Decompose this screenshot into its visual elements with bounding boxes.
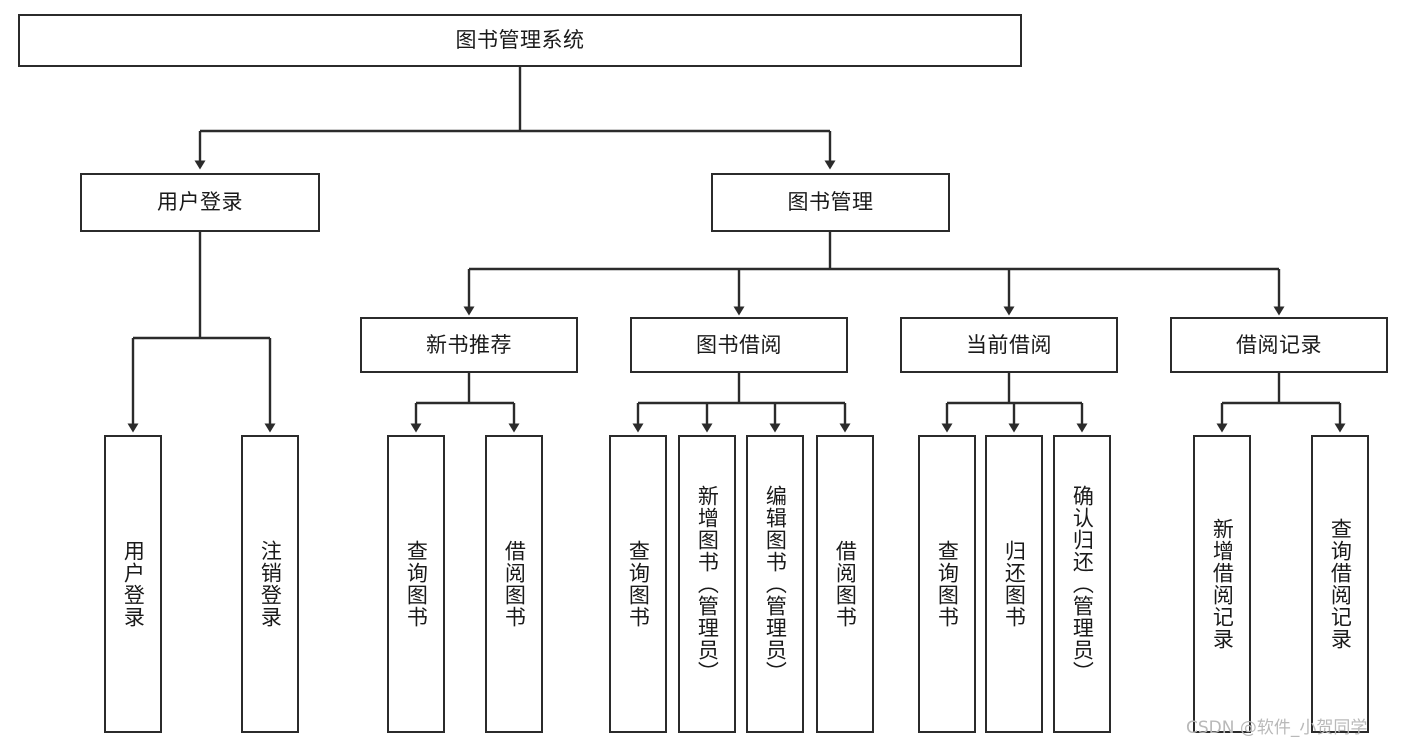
node-label: 当前借阅 xyxy=(966,332,1052,357)
node-leaf-query-book-borrow[interactable]: 查询图书 xyxy=(609,435,667,733)
node-label: 确认归还（管理员） xyxy=(1070,485,1095,683)
node-leaf-confirm-return-admin[interactable]: 确认归还（管理员） xyxy=(1053,435,1111,733)
node-label: 注销登录 xyxy=(258,540,283,628)
watermark-text: CSDN @软件_小贺同学 xyxy=(1186,718,1368,738)
node-leaf-borrow-book-recommend[interactable]: 借阅图书 xyxy=(485,435,543,733)
node-label: 借阅图书 xyxy=(833,540,858,628)
node-user-login[interactable]: 用户登录 xyxy=(80,173,320,232)
node-leaf-borrow-book[interactable]: 借阅图书 xyxy=(816,435,874,733)
node-label: 查询图书 xyxy=(404,540,429,628)
node-label: 新书推荐 xyxy=(426,332,512,357)
node-label: 查询图书 xyxy=(626,540,651,628)
node-current-borrow[interactable]: 当前借阅 xyxy=(900,317,1118,373)
node-label: 查询借阅记录 xyxy=(1328,518,1353,650)
node-leaf-query-book-current[interactable]: 查询图书 xyxy=(918,435,976,733)
node-leaf-query-borrow-record[interactable]: 查询借阅记录 xyxy=(1311,435,1369,733)
node-label: 借阅记录 xyxy=(1236,332,1322,357)
node-leaf-add-book-admin[interactable]: 新增图书（管理员） xyxy=(678,435,736,733)
node-label: 用户登录 xyxy=(157,190,243,215)
node-book-borrow[interactable]: 图书借阅 xyxy=(630,317,848,373)
node-book-management[interactable]: 图书管理 xyxy=(711,173,950,232)
node-label: 图书管理系统 xyxy=(455,28,585,53)
node-label: 新增借阅记录 xyxy=(1210,518,1235,650)
node-leaf-add-borrow-record[interactable]: 新增借阅记录 xyxy=(1193,435,1251,733)
node-label: 图书借阅 xyxy=(696,332,782,357)
node-leaf-query-book-recommend[interactable]: 查询图书 xyxy=(387,435,445,733)
node-borrow-record[interactable]: 借阅记录 xyxy=(1170,317,1388,373)
node-label: 查询图书 xyxy=(935,540,960,628)
node-leaf-edit-book-admin[interactable]: 编辑图书（管理员） xyxy=(746,435,804,733)
node-label: 新增图书（管理员） xyxy=(695,485,720,683)
node-root-book-management-system[interactable]: 图书管理系统 xyxy=(18,14,1022,67)
node-label: 归还图书 xyxy=(1002,540,1027,628)
node-leaf-user-login[interactable]: 用户登录 xyxy=(104,435,162,733)
node-leaf-logout[interactable]: 注销登录 xyxy=(241,435,299,733)
node-leaf-return-book[interactable]: 归还图书 xyxy=(985,435,1043,733)
node-label: 借阅图书 xyxy=(502,540,527,628)
node-new-book-recommend[interactable]: 新书推荐 xyxy=(360,317,578,373)
node-label: 图书管理 xyxy=(787,190,874,215)
node-label: 编辑图书（管理员） xyxy=(763,485,788,683)
node-label: 用户登录 xyxy=(121,540,146,628)
